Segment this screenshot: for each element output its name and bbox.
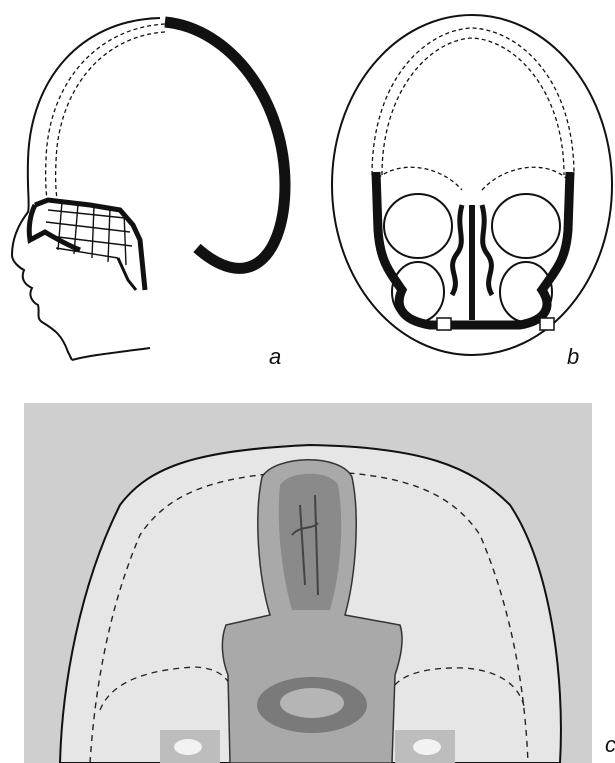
right-orbit — [492, 194, 560, 258]
axial-section-photo — [0, 385, 615, 763]
lateral-skull-diagram — [12, 18, 285, 360]
thick-skull-arc — [165, 22, 285, 268]
ethmoid-right — [482, 205, 492, 295]
dashed-skull-inner-1 — [46, 24, 165, 205]
skull-diagrams — [0, 0, 615, 385]
figure-top-panel: a b — [0, 0, 615, 385]
neck-line — [72, 348, 150, 360]
dashed-cranium-1 — [372, 28, 574, 175]
ethmoid-left — [452, 205, 462, 295]
left-orbit — [384, 194, 452, 258]
dashed-skull-inner-2 — [56, 32, 165, 205]
panel-label-a: a — [269, 344, 281, 370]
dashed-orbit-roof — [378, 167, 566, 190]
left-lower-hole — [174, 739, 202, 755]
figure-bottom-panel: c — [0, 385, 615, 763]
nasal-mass-detail — [280, 688, 344, 718]
right-lower-hole — [413, 739, 441, 755]
central-bone-shading — [279, 474, 342, 610]
head-outline — [12, 18, 160, 360]
panel-label-b: b — [567, 344, 579, 370]
coronal-skull-diagram — [332, 15, 612, 355]
left-tooth — [437, 318, 451, 330]
panel-label-c: c — [605, 732, 615, 758]
right-tooth — [540, 318, 554, 330]
sinus-lower — [118, 258, 136, 290]
dashed-cranium-2 — [382, 38, 564, 175]
